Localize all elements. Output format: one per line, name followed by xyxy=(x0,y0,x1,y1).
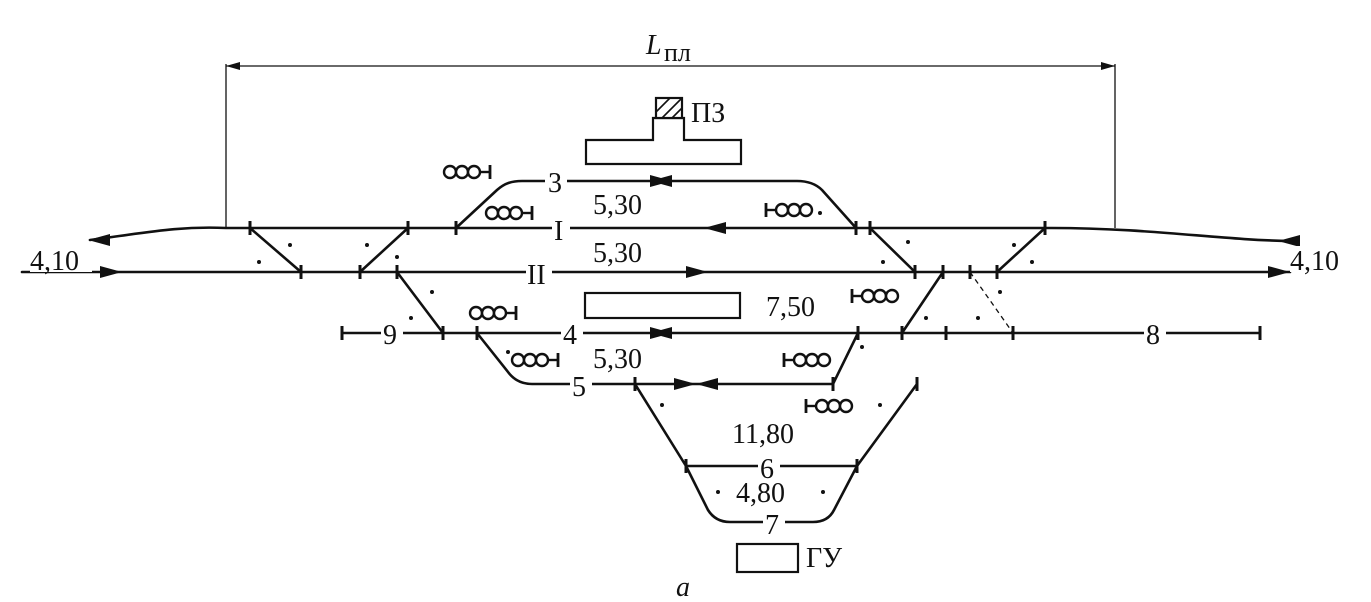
crossover-right-1 xyxy=(868,226,917,274)
cargo-building-label: ГУ xyxy=(806,543,842,574)
crossover-left-1 xyxy=(248,226,303,274)
insulating-joints xyxy=(248,221,1047,473)
passenger-building: ПЗ xyxy=(584,96,743,166)
connector-ii-4-left xyxy=(395,270,445,335)
dimension-subscript: пл xyxy=(664,38,691,67)
signal-track-I-left xyxy=(484,204,534,222)
signal-track-II-right xyxy=(850,287,900,305)
track-I-label: I xyxy=(554,216,563,247)
signal-track-3-left xyxy=(442,163,492,181)
signal-track-4-left xyxy=(468,304,518,322)
signal-track-5-right xyxy=(804,397,854,415)
left-end-distance: 4,10 xyxy=(30,246,79,277)
platform-length-dimension: L пл xyxy=(225,30,1116,228)
track-3-label: 3 xyxy=(548,168,562,199)
track-9-label: 9 xyxy=(383,320,397,351)
crossover-right-2 xyxy=(995,226,1047,274)
track-II-label: II xyxy=(527,260,546,291)
distance-II-4: 7,50 xyxy=(766,292,815,323)
signal-track-4-right xyxy=(782,351,832,369)
distance-I-II: 5,30 xyxy=(593,238,642,269)
track-6-label: 6 xyxy=(760,454,774,485)
right-end-distance: 4,10 xyxy=(1290,246,1339,277)
dimension-label: L xyxy=(645,30,662,61)
distance-4-5: 5,30 xyxy=(593,344,642,375)
signal-track-5-left xyxy=(510,351,560,369)
island-platform xyxy=(583,291,742,320)
dashed-connector xyxy=(969,271,1014,334)
distance-6-7: 4,80 xyxy=(736,478,785,509)
distance-5-6: 11,80 xyxy=(732,419,794,450)
signal-track-I-right xyxy=(764,201,814,219)
main-track-1 xyxy=(88,226,1292,243)
track-5-label: 5 xyxy=(572,372,586,403)
track-5 xyxy=(475,331,860,386)
track-4-label: 4 xyxy=(563,320,577,351)
cargo-building: ГУ xyxy=(735,542,842,574)
passenger-building-label: ПЗ xyxy=(691,98,725,129)
distance-3-I: 5,30 xyxy=(593,190,642,221)
crossover-left-2 xyxy=(358,226,410,274)
figure-caption: а xyxy=(676,572,690,602)
connector-ii-4-right xyxy=(900,270,945,335)
switch-dots xyxy=(257,211,1034,494)
track-labels: 3 I II 9 4 8 5 6 7 xyxy=(381,168,1166,541)
track-7-label: 7 xyxy=(765,510,779,541)
distance-labels: 4,10 4,10 5,30 5,30 7,50 5,30 11,80 4,80 xyxy=(30,190,1352,509)
track-8-label: 8 xyxy=(1146,320,1160,351)
